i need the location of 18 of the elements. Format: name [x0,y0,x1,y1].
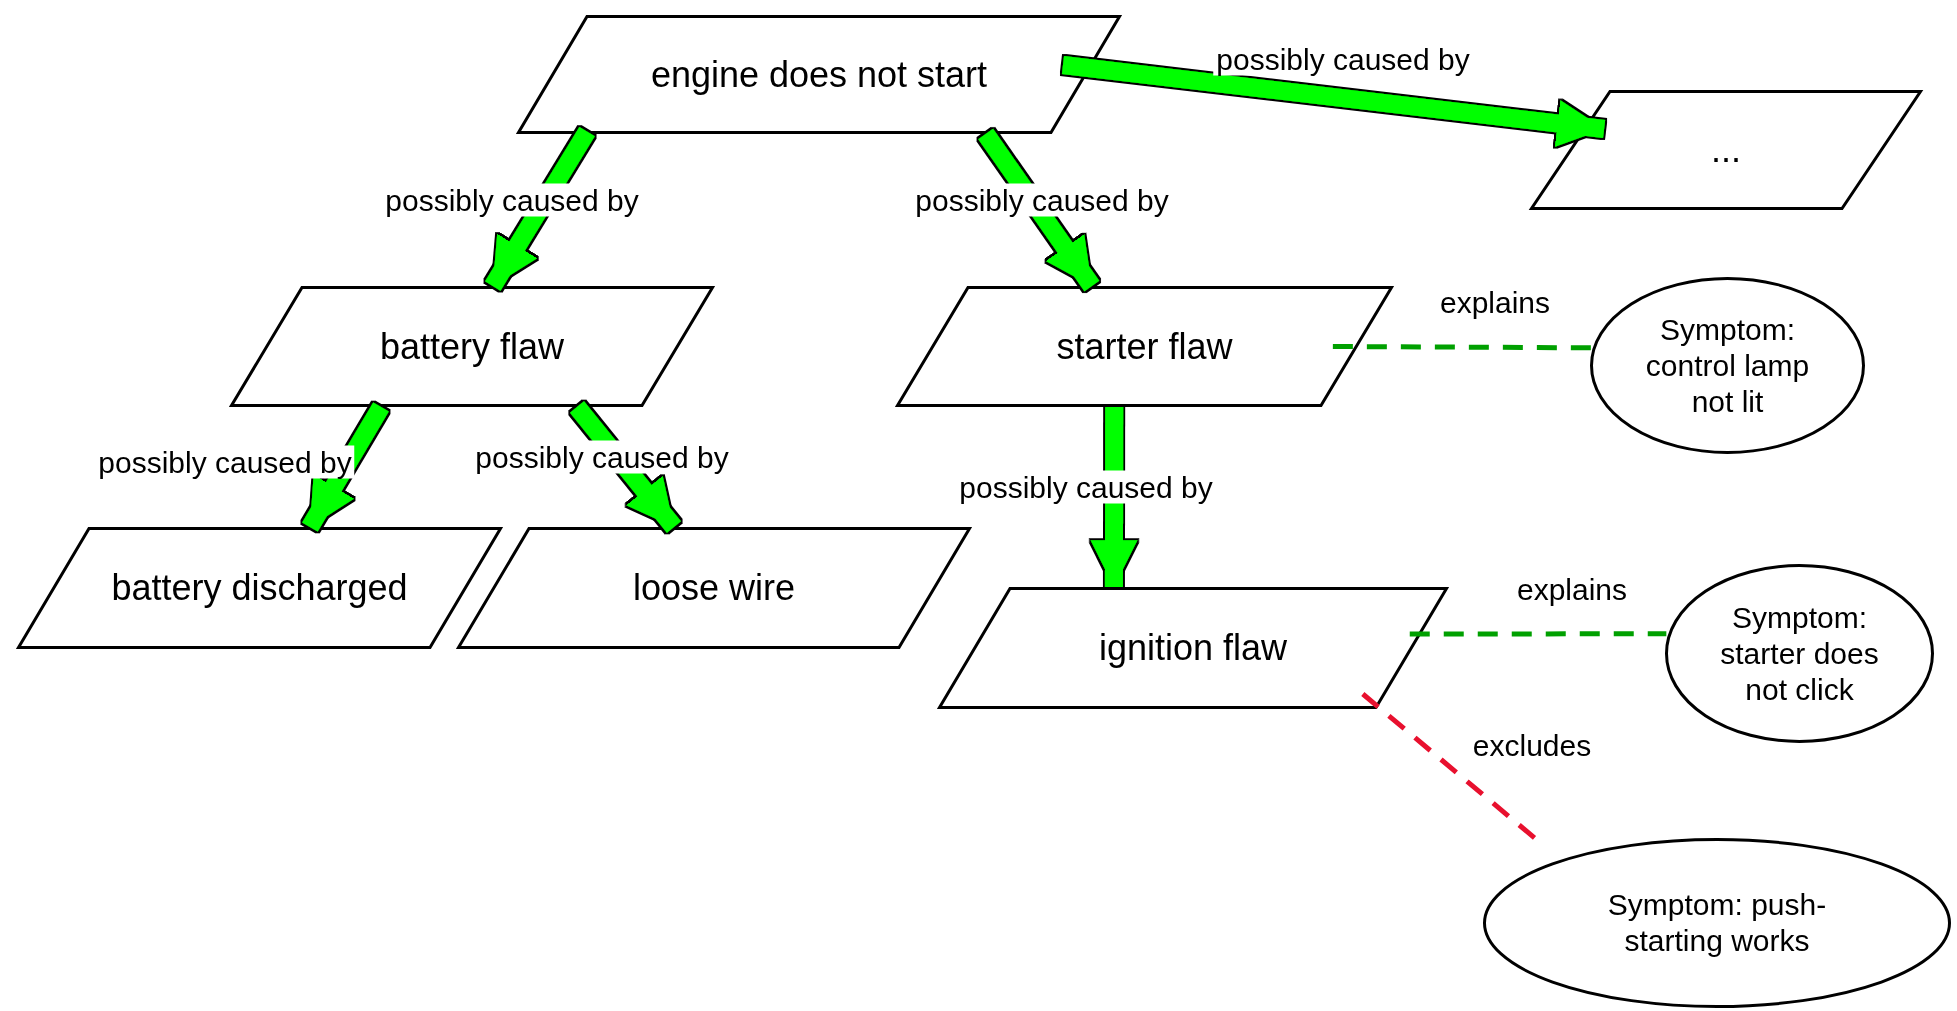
node-text: battery flaw [379,324,565,369]
node-text: loose wire [632,566,796,610]
node-text: battery discharged [111,566,408,610]
node-text: ignition flaw [1098,626,1288,670]
arrow [978,128,1100,292]
dashed-line [1409,631,1667,637]
node-text: Symptom: control lamp not lit [1644,311,1811,420]
node-text: starter flaw [1056,324,1233,369]
node-text: Symptom: starter does not click [1719,599,1880,708]
arrow [485,126,595,291]
arrow [302,402,389,532]
node-text: engine does not start [650,52,988,97]
arrow [1090,407,1138,587]
dashed-line [1332,344,1592,351]
node-text: ... [1711,128,1741,172]
node-text: Symptom: push-starting works [1606,887,1828,959]
arrow [570,401,681,533]
arrow [1061,56,1606,147]
